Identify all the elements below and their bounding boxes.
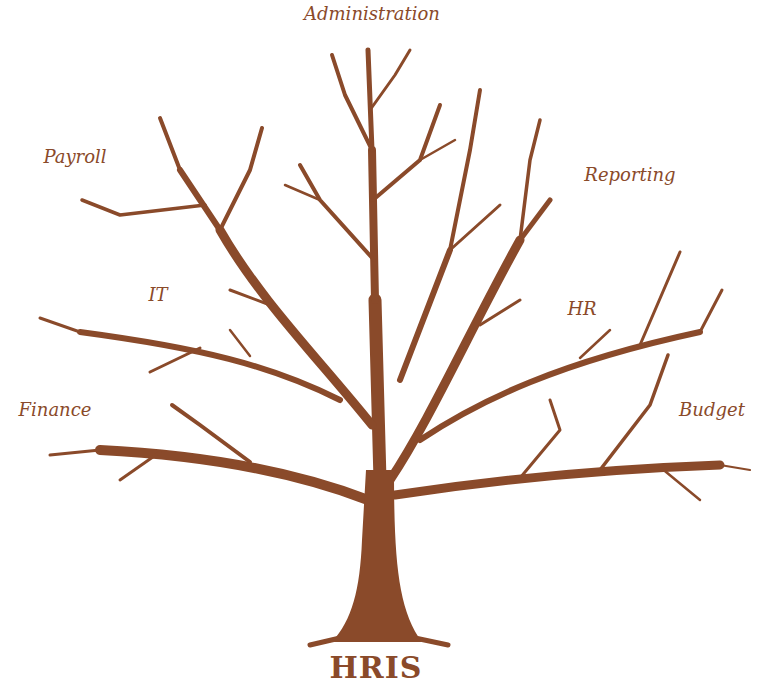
branch-label: Budget xyxy=(679,398,745,421)
branch-label: Reporting xyxy=(584,163,675,186)
trunk-title: HRIS xyxy=(330,648,423,687)
branch-label: IT xyxy=(148,283,167,306)
branch-label: Payroll xyxy=(43,145,106,168)
branch-label: Administration xyxy=(304,2,440,25)
branch-label: HR xyxy=(567,297,596,320)
branch-label: Finance xyxy=(19,398,92,421)
